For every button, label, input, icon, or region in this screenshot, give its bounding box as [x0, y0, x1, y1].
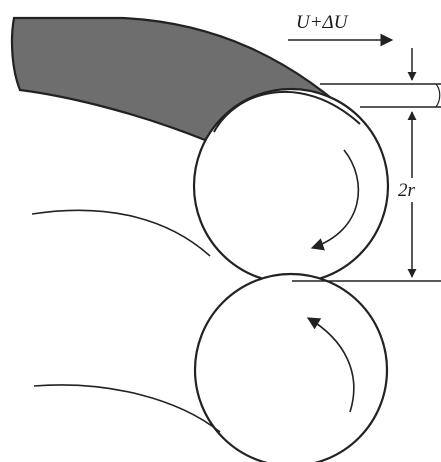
curved-arrow-counterclockwise-icon [306, 317, 355, 413]
diameter-label: 2r [398, 180, 416, 201]
bottom-roller [193, 272, 389, 462]
upper-web-line [31, 209, 211, 257]
sheet-overlap-edge [213, 90, 361, 133]
velocity-label: U+ΔU [296, 12, 349, 33]
lower-web-line [33, 384, 221, 433]
curved-arrow-clockwise-icon [310, 149, 360, 251]
diameter-label-bg [398, 178, 428, 202]
thickness-cap [435, 83, 441, 108]
